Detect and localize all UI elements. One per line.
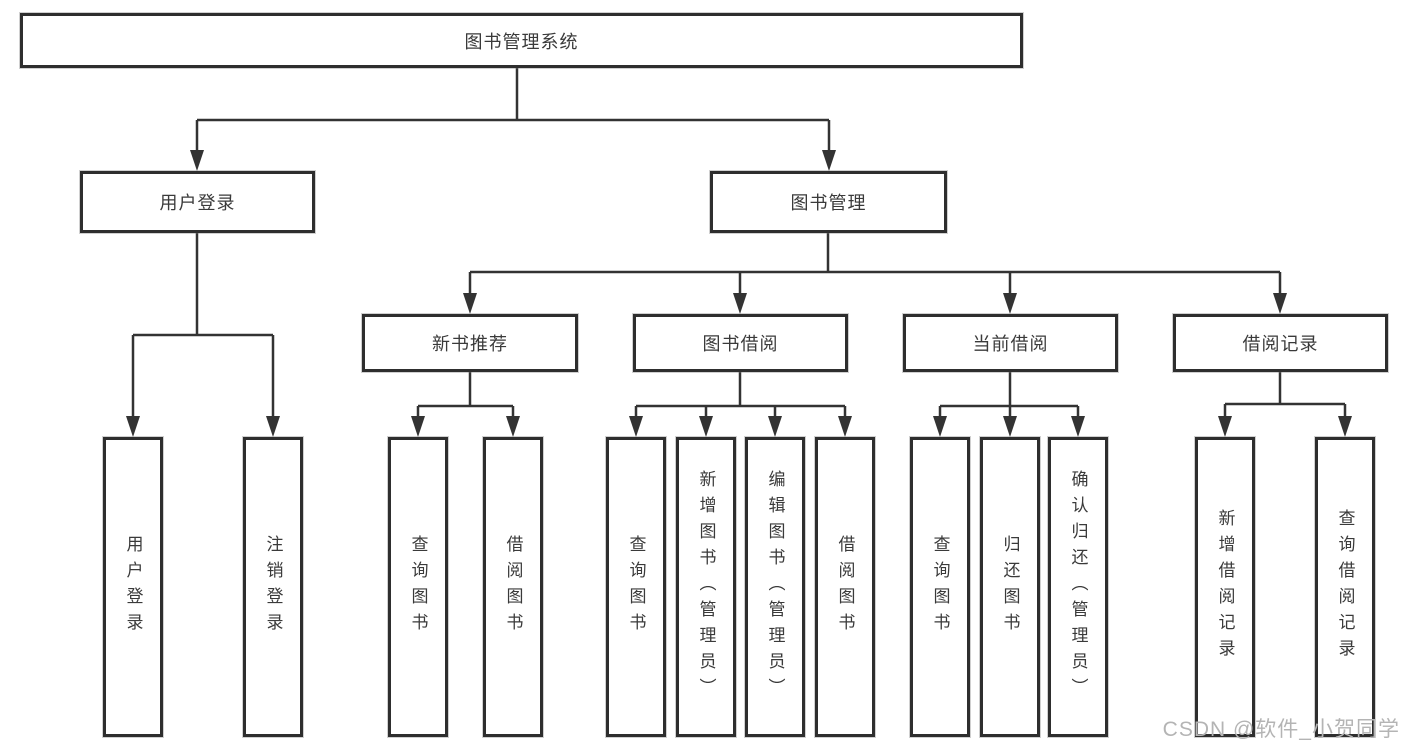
leaf-label: 确认归还（管理员） [1068,470,1088,704]
leaf-label: 借阅图书 [835,535,855,639]
leaf-borrow-books: 借阅图书 [483,437,543,737]
leaf-label: 归还图书 [1000,535,1020,639]
node-borrow-records: 借阅记录 [1173,314,1388,372]
leaf-label: 查询图书 [408,535,428,639]
leaf-query-books: 查询图书 [910,437,970,737]
leaf-label: 借阅图书 [503,535,523,639]
leaf-confirm-return-admin: 确认归还（管理员） [1048,437,1108,737]
leaf-label: 查询图书 [930,535,950,639]
leaf-logout-login: 注销登录 [243,437,303,737]
leaf-add-borrow-record: 新增借阅记录 [1195,437,1255,737]
leaf-query-books: 查询图书 [606,437,666,737]
node-new-book-recommend: 新书推荐 [362,314,578,372]
leaf-label: 新增图书（管理员） [696,470,716,704]
node-user-login: 用户登录 [80,171,315,233]
root-node-library-management-system: 图书管理系统 [20,13,1023,68]
leaf-return-books: 归还图书 [980,437,1040,737]
node-book-borrow: 图书借阅 [633,314,848,372]
leaf-label: 用户登录 [123,535,143,639]
leaf-label: 查询图书 [626,535,646,639]
leaf-user-login: 用户登录 [103,437,163,737]
leaf-borrow-books: 借阅图书 [815,437,875,737]
node-book-management: 图书管理 [710,171,947,233]
node-current-borrow: 当前借阅 [903,314,1118,372]
leaf-query-books: 查询图书 [388,437,448,737]
connector-paths [131,68,1347,420]
leaf-add-books-admin: 新增图书（管理员） [676,437,736,737]
leaf-label: 新增借阅记录 [1215,509,1235,665]
leaf-label: 注销登录 [263,535,283,639]
leaf-query-borrow-record: 查询借阅记录 [1315,437,1375,737]
leaf-label: 编辑图书（管理员） [765,470,785,704]
leaf-edit-books-admin: 编辑图书（管理员） [745,437,805,737]
leaf-label: 查询借阅记录 [1335,509,1355,665]
csdn-watermark: CSDN @软件_小贺同学 [1162,718,1400,741]
